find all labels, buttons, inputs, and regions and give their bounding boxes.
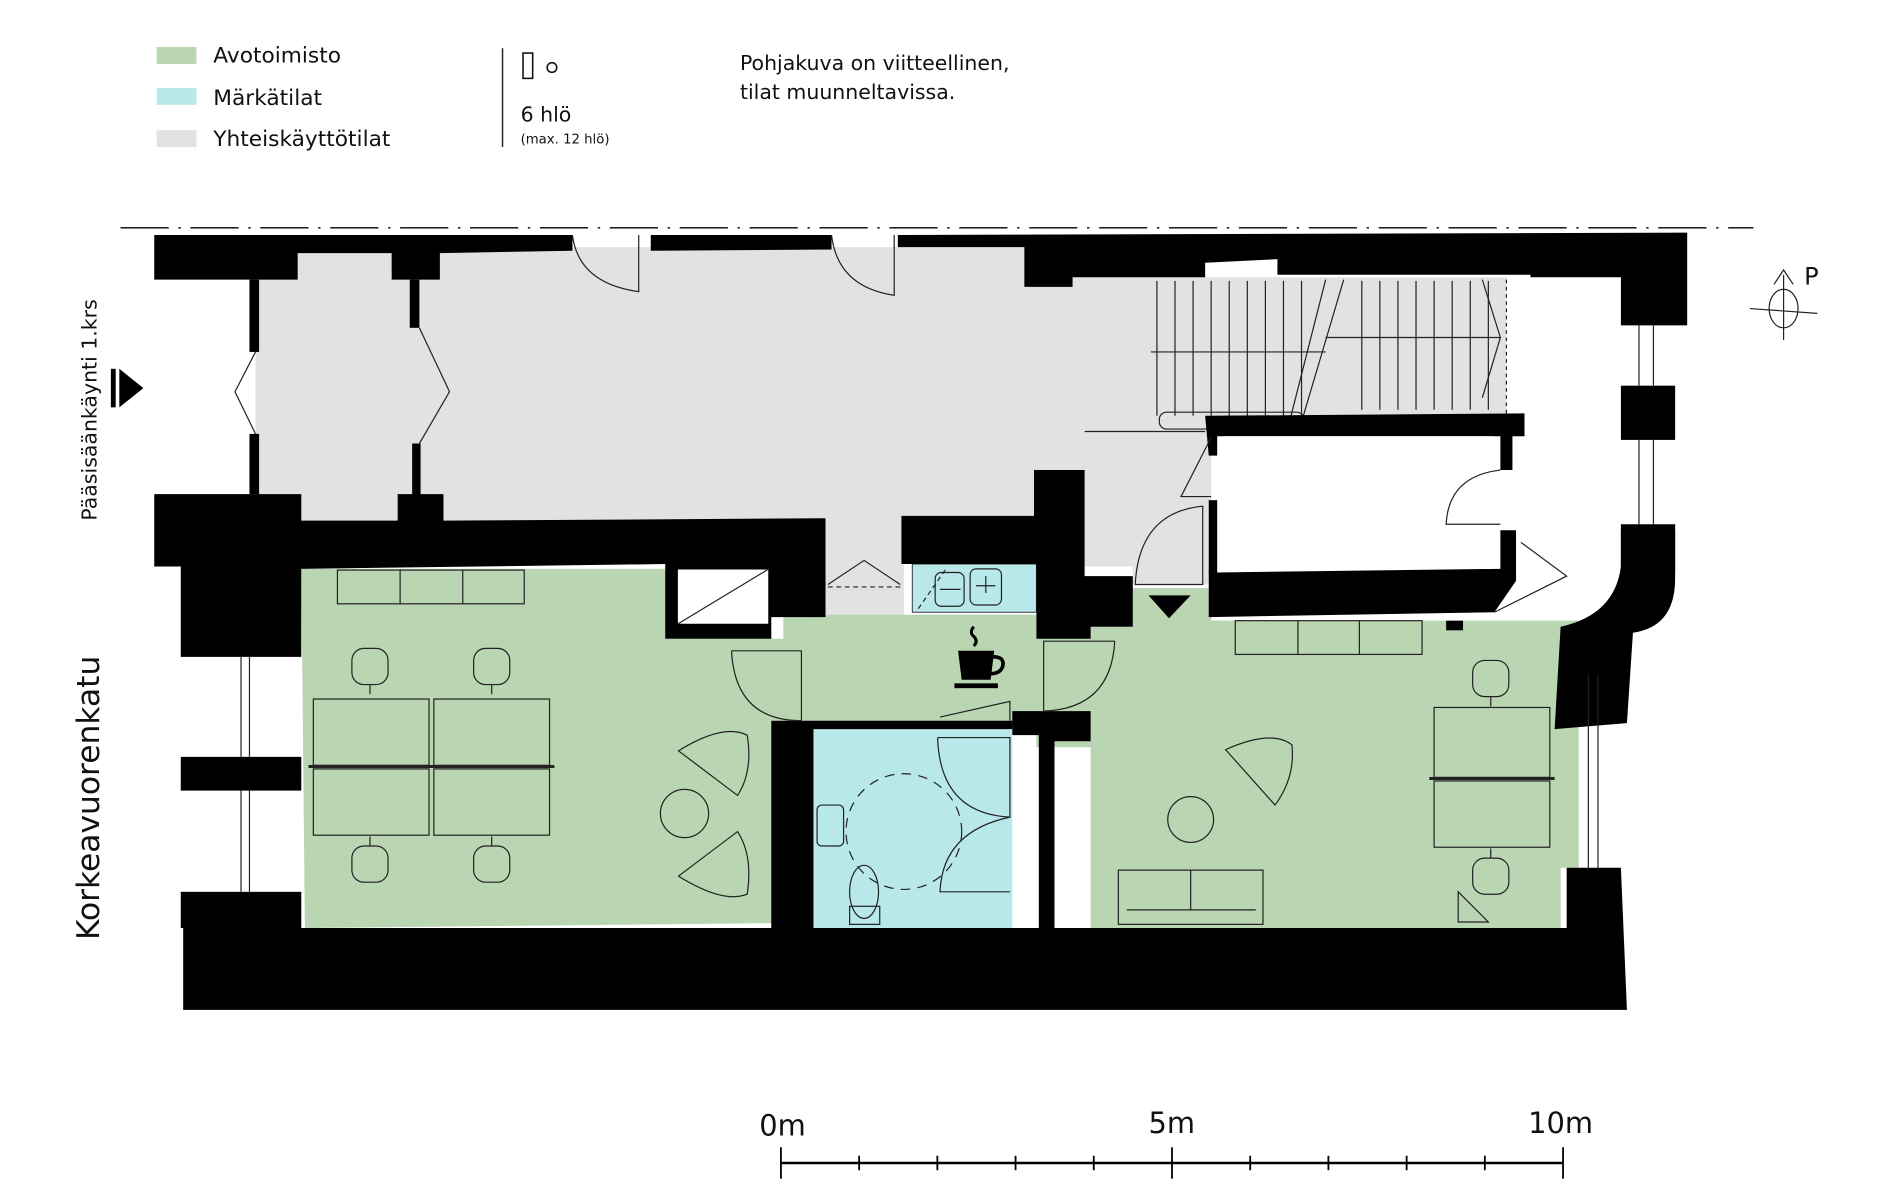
legend-label-office: Avotoimisto (213, 44, 341, 69)
kitchen (807, 614, 1039, 726)
street-windows (240, 325, 1655, 892)
chair (1472, 848, 1510, 895)
office-left (301, 568, 810, 928)
scale-label-5: 5m (1148, 1106, 1195, 1140)
legend: Avotoimisto Märkätilat Yhteiskäyttötilat… (156, 44, 1010, 152)
staircase (1084, 279, 1508, 433)
scale-bar: 0m 5m 10m (759, 1106, 1593, 1179)
entrance-label: Pääsisäänkäynti 1.krs (77, 299, 101, 520)
chair (351, 647, 389, 695)
legend-label-common: Yhteiskäyttötilat (212, 127, 390, 152)
chair (1472, 659, 1510, 707)
furniture (308, 569, 1555, 925)
legend-swatch-common (156, 130, 197, 148)
coffee-cup-icon (954, 625, 1005, 689)
entrance-arrow-icon (110, 368, 144, 408)
scale-label-0: 0m (759, 1108, 806, 1142)
walls (154, 232, 1688, 1010)
note-line-1: Pohjakuva on viitteellinen, (740, 51, 1010, 75)
chair (473, 836, 511, 883)
office-areas (301, 568, 1579, 928)
capacity-people: 6 hlö (521, 103, 572, 127)
wc-fixtures (816, 568, 1003, 925)
desk-chair-icon (522, 52, 558, 80)
note-line-2: tilat muunneltavissa. (740, 80, 955, 104)
office-right (1036, 588, 1579, 928)
north-label: P (1804, 262, 1819, 290)
street-label: Korkeavuorenkatu (71, 656, 107, 940)
doors (234, 234, 1568, 893)
chair (473, 647, 511, 695)
chair (351, 836, 389, 883)
legend-label-wet: Märkätilat (213, 86, 322, 111)
legend-swatch-wet (156, 88, 197, 105)
legend-swatch-office (156, 47, 197, 64)
scale-label-10: 10m (1528, 1106, 1593, 1140)
entrance-triangle-icon (1148, 595, 1191, 619)
north-arrow-icon (1749, 268, 1818, 340)
capacity-max: (max. 12 hlö) (521, 132, 610, 147)
